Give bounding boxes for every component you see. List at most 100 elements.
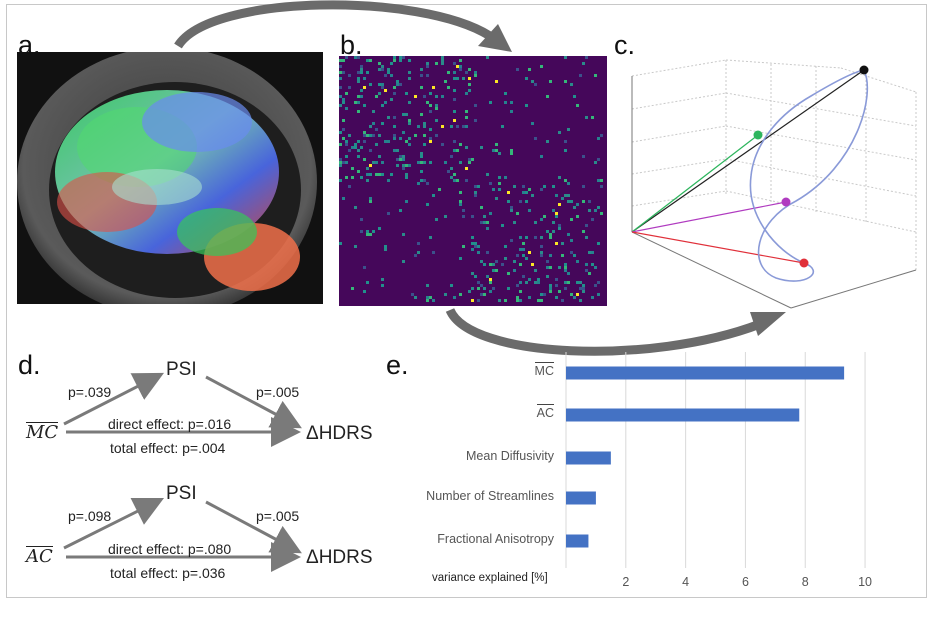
- matrix-cell: [594, 284, 597, 287]
- matrix-cell: [396, 149, 399, 152]
- matrix-cell: [417, 125, 420, 128]
- matrix-cell: [429, 104, 432, 107]
- matrix-cell: [471, 287, 474, 290]
- matrix-cell: [501, 125, 504, 128]
- matrix-cell: [540, 245, 543, 248]
- matrix-cell: [555, 212, 558, 215]
- matrix-cell: [420, 179, 423, 182]
- matrix-cell: [474, 71, 477, 74]
- matrix-cell: [465, 146, 468, 149]
- matrix-cell: [414, 296, 417, 299]
- matrix-cell: [342, 119, 345, 122]
- matrix-cell: [588, 209, 591, 212]
- outcome-label: ΔHDRS: [306, 547, 373, 568]
- path-b-p: p=.005: [256, 384, 300, 400]
- matrix-cell: [597, 158, 600, 161]
- matrix-cell: [378, 83, 381, 86]
- brain-tractography-image: [17, 52, 323, 304]
- matrix-cell: [348, 86, 351, 89]
- matrix-cell: [351, 146, 354, 149]
- matrix-cell: [339, 65, 342, 68]
- matrix-cell: [510, 152, 513, 155]
- matrix-cell: [564, 149, 567, 152]
- matrix-cell: [423, 143, 426, 146]
- matrix-cell: [396, 164, 399, 167]
- matrix-cell: [360, 95, 363, 98]
- matrix-cell: [381, 104, 384, 107]
- matrix-cell: [393, 137, 396, 140]
- matrix-cell: [597, 293, 600, 296]
- matrix-cell: [462, 215, 465, 218]
- matrix-cell: [384, 74, 387, 77]
- matrix-cell: [462, 77, 465, 80]
- matrix-cell: [408, 77, 411, 80]
- matrix-cell: [564, 263, 567, 266]
- matrix-cell: [597, 206, 600, 209]
- matrix-cell: [444, 80, 447, 83]
- matrix-cell: [510, 239, 513, 242]
- matrix-cell: [381, 284, 384, 287]
- matrix-cell: [378, 62, 381, 65]
- matrix-cell: [465, 167, 468, 170]
- matrix-cell: [591, 116, 594, 119]
- matrix-cell: [366, 233, 369, 236]
- matrix-cell: [399, 83, 402, 86]
- matrix-cell: [342, 71, 345, 74]
- matrix-cell: [375, 143, 378, 146]
- matrix-cell: [474, 191, 477, 194]
- matrix-cell: [567, 281, 570, 284]
- category-label: MC: [534, 362, 554, 378]
- path-b-arrow-2: [205, 500, 302, 554]
- matrix-cell: [540, 293, 543, 296]
- matrix-cell: [513, 269, 516, 272]
- matrix-cell: [342, 98, 345, 101]
- matrix-cell: [372, 161, 375, 164]
- matrix-cell: [480, 146, 483, 149]
- matrix-cell: [384, 140, 387, 143]
- matrix-cell: [564, 179, 567, 182]
- matrix-cell: [591, 296, 594, 299]
- matrix-cell: [591, 263, 594, 266]
- matrix-cell: [432, 86, 435, 89]
- matrix-cell: [480, 284, 483, 287]
- matrix-cell: [441, 125, 444, 128]
- matrix-cell: [564, 266, 567, 269]
- matrix-cell: [534, 281, 537, 284]
- matrix-cell: [468, 161, 471, 164]
- matrix-cell: [369, 200, 372, 203]
- matrix-cell: [507, 200, 510, 203]
- matrix-cell: [495, 80, 498, 83]
- matrix-cell: [477, 281, 480, 284]
- matrix-cell: [348, 134, 351, 137]
- matrix-cell: [432, 299, 435, 302]
- matrix-cell: [435, 107, 438, 110]
- matrix-cell: [510, 149, 513, 152]
- matrix-cell: [438, 188, 441, 191]
- matrix-cell: [561, 242, 564, 245]
- matrix-cell: [357, 77, 360, 80]
- path-a-p: p=.039: [68, 384, 112, 400]
- matrix-cell: [441, 143, 444, 146]
- matrix-cell: [363, 77, 366, 80]
- chart-bars: [566, 366, 845, 548]
- matrix-cell: [375, 95, 378, 98]
- matrix-cell: [453, 77, 456, 80]
- mediator-label: PSI: [166, 483, 197, 504]
- matrix-cell: [360, 230, 363, 233]
- matrix-cell: [339, 143, 342, 146]
- matrix-cell: [423, 125, 426, 128]
- matrix-cell: [345, 143, 348, 146]
- matrix-cell: [525, 281, 528, 284]
- matrix-cell: [474, 275, 477, 278]
- matrix-cell: [540, 236, 543, 239]
- matrix-cell: [471, 236, 474, 239]
- matrix-cell: [402, 164, 405, 167]
- matrix-cell: [357, 80, 360, 83]
- matrix-cell: [504, 101, 507, 104]
- matrix-cell: [423, 134, 426, 137]
- matrix-cell: [378, 92, 381, 95]
- matrix-cell: [390, 74, 393, 77]
- matrix-cell: [420, 170, 423, 173]
- matrix-cell: [483, 263, 486, 266]
